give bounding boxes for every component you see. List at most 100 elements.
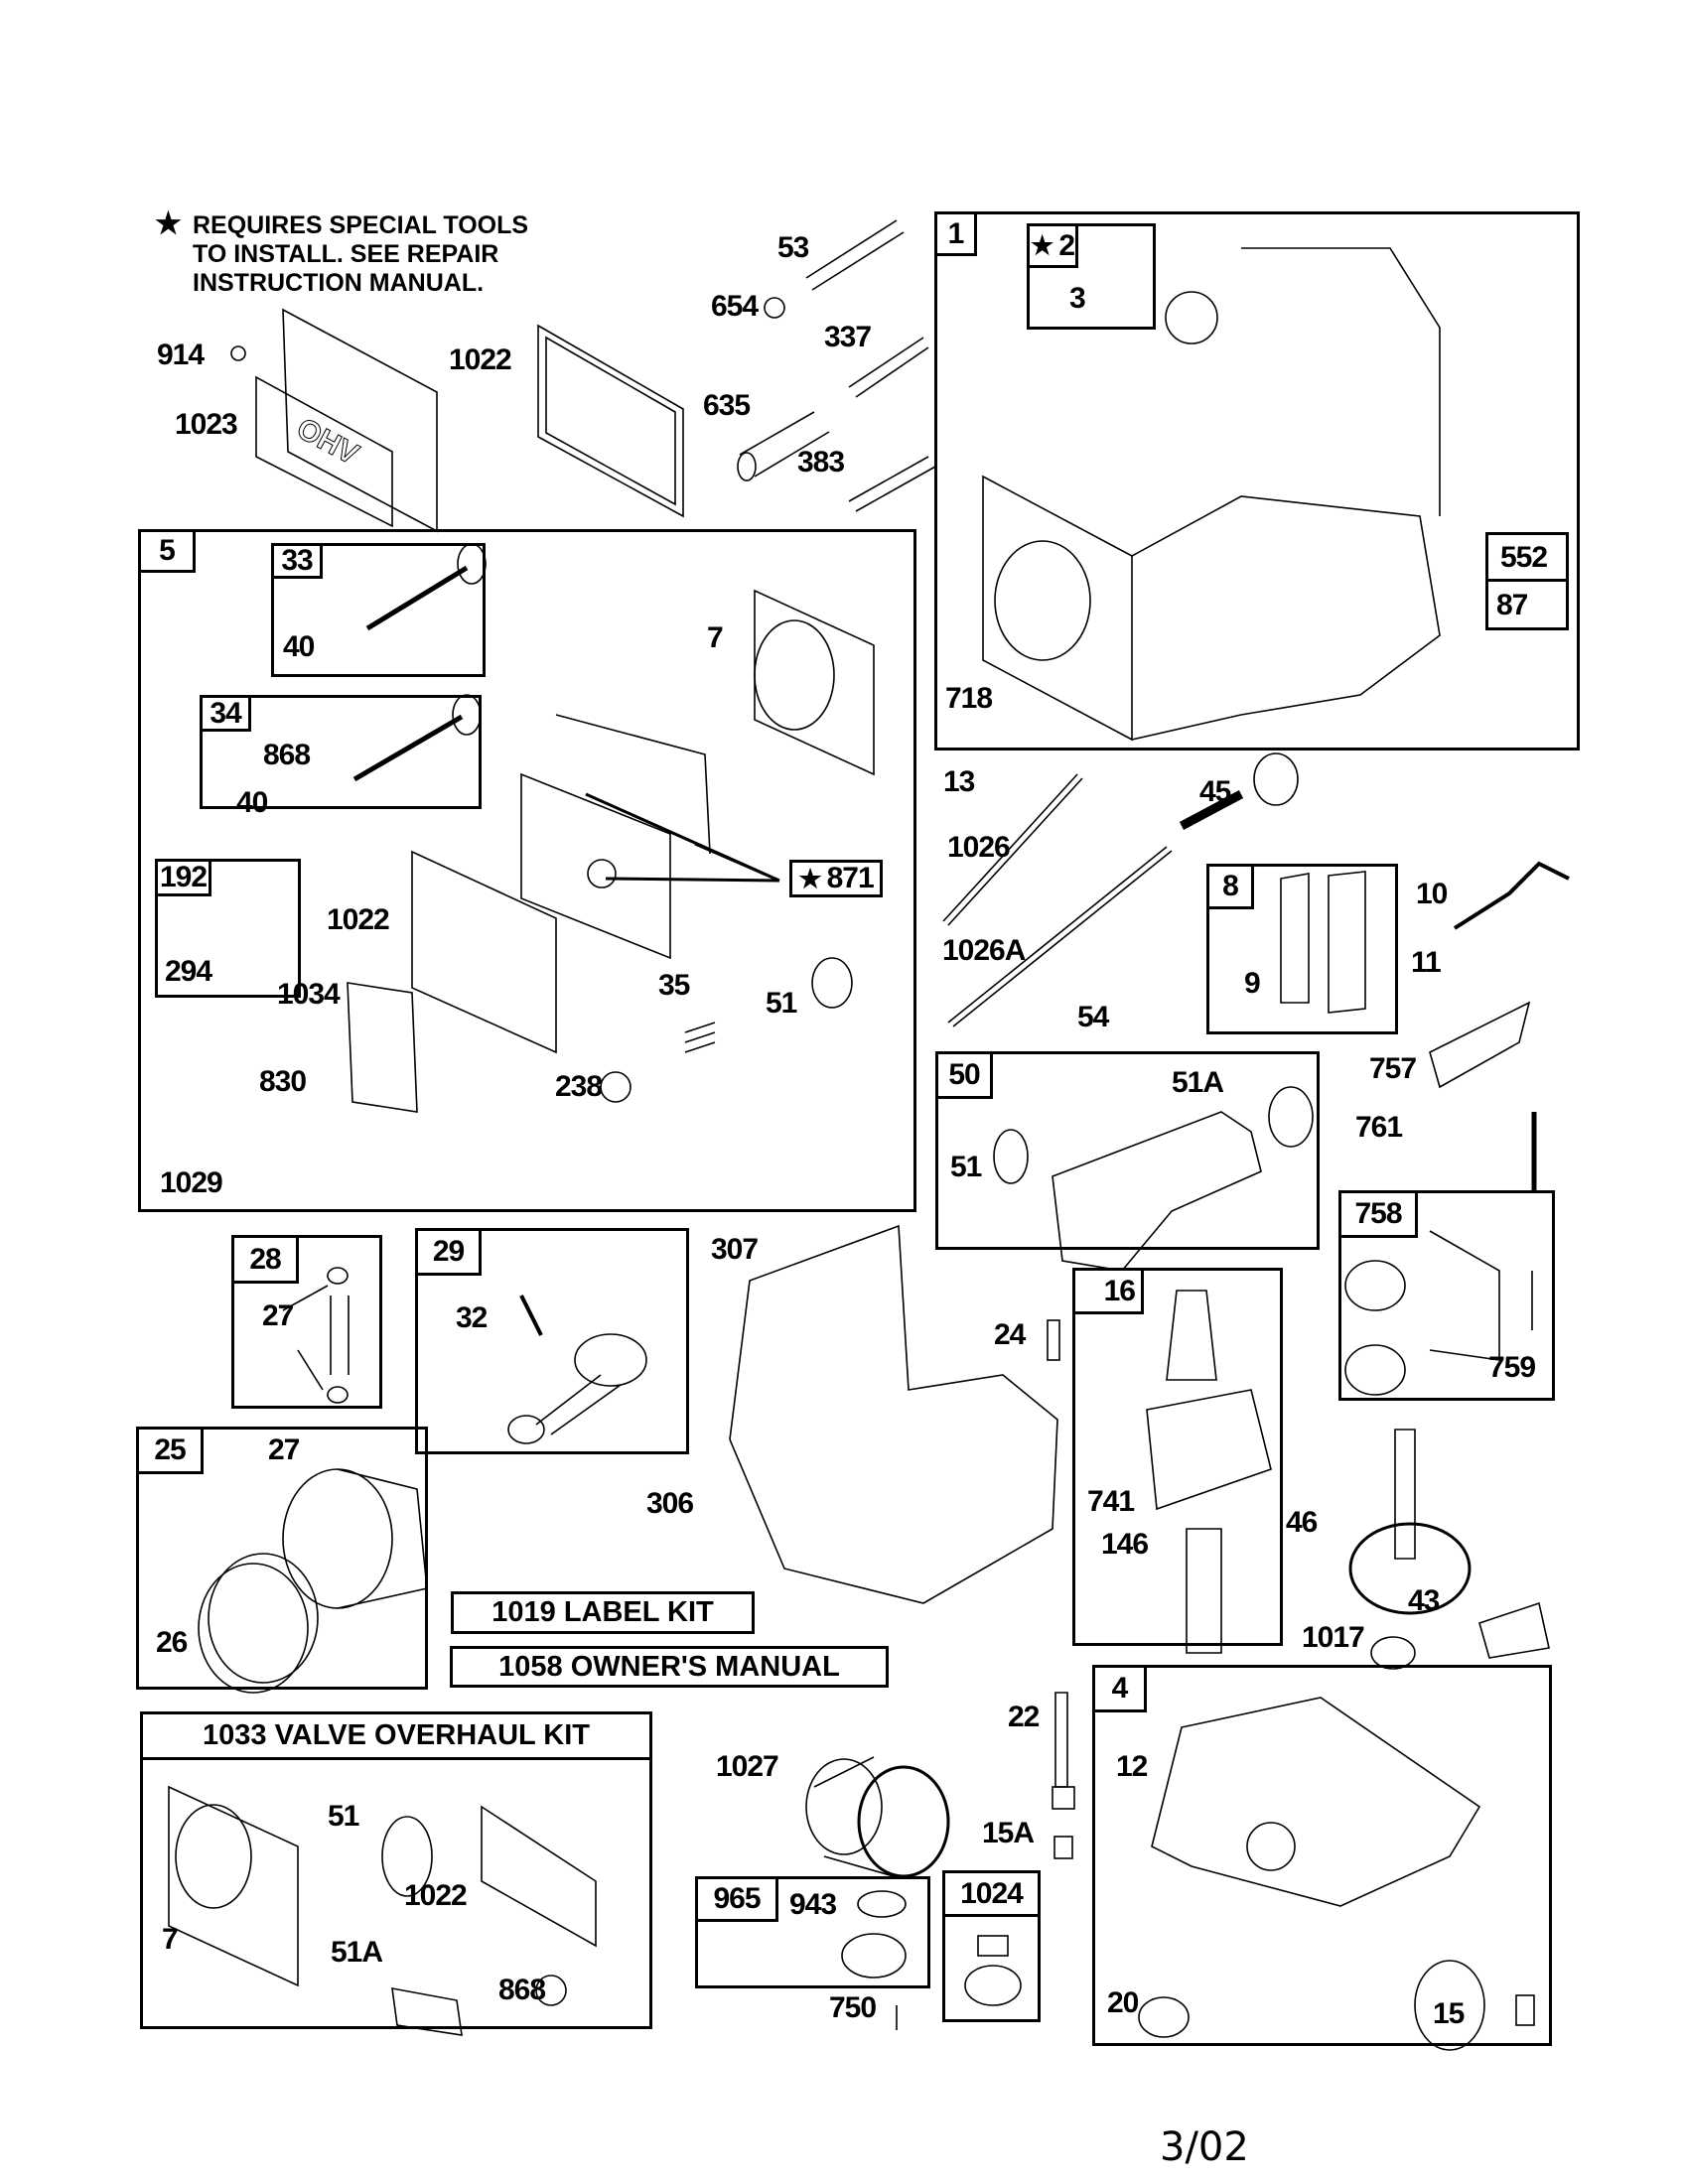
group-id-965: 965 (695, 1876, 778, 1922)
group-id-758: 758 (1338, 1190, 1418, 1238)
group-box-oil-pump: 965 943 (695, 1876, 930, 1988)
gasket-1022-drawing (537, 324, 684, 518)
part-label-40: 40 (283, 630, 315, 663)
valve-kit-title: 1033 VALVE OVERHAUL KIT (143, 1714, 649, 1760)
sump-drawing (1151, 1697, 1481, 1907)
label-kit-banner: 1019 LABEL KIT (451, 1591, 755, 1634)
note-line-2: TO INSTALL. SEE REPAIR (193, 240, 499, 268)
part-label-750: 750 (829, 1991, 877, 2024)
part-label-1022c: 1022 (404, 1879, 468, 1912)
part-label-54: 54 (1077, 1001, 1109, 1033)
pushrod-1026a-drawing (947, 846, 1173, 1027)
bolt-914-drawing (230, 345, 246, 361)
intake-manifold-drawing (1052, 1111, 1262, 1272)
group-box-valve-overhaul-kit: 1033 VALVE OVERHAUL KIT 51 1022 7 51A 86… (140, 1711, 652, 2029)
crankshaft-drawing (1166, 1290, 1217, 1381)
part-label-51ac: 51A (331, 1936, 383, 1969)
note-line-3: INSTRUCTION MANUAL. (193, 269, 485, 297)
part-label-53: 53 (777, 231, 809, 264)
group-id-50: 50 (935, 1051, 993, 1099)
part-label-32: 32 (456, 1301, 488, 1334)
part-label-1027: 1027 (716, 1750, 779, 1783)
sub-box-2-3: ★ 2 3 (1027, 223, 1156, 330)
part-label-914: 914 (157, 339, 205, 371)
part-label-12: 12 (1116, 1750, 1148, 1783)
group-id-552: 552 (1500, 541, 1548, 574)
group-id-8: 8 (1206, 864, 1254, 909)
group-id-1: 1 (934, 211, 977, 256)
part-label-1022: 1022 (327, 903, 390, 936)
part-label-871: 871 (826, 862, 875, 894)
part-label-51: 51 (766, 987, 797, 1020)
part-label-718: 718 (945, 682, 993, 715)
valve-33-drawing (365, 565, 469, 631)
special-tools-note: ★ REQUIRES SPECIAL TOOLS TO INSTALL. SEE… (155, 207, 529, 298)
group-id-2: 2 (1058, 228, 1075, 262)
part-label-13: 13 (943, 765, 975, 798)
part-label-1034: 1034 (277, 978, 341, 1011)
group-box-piston: 25 27 26 (136, 1427, 428, 1690)
group-box-con-rod: 29 32 (415, 1228, 689, 1454)
part-label-1017: 1017 (1302, 1621, 1365, 1654)
part-label-635: 635 (703, 389, 751, 422)
part-label-7c: 7 (162, 1923, 179, 1956)
part-label-24: 24 (994, 1318, 1026, 1351)
part-label-238: 238 (555, 1070, 603, 1103)
nut-654-drawing (764, 297, 785, 319)
group-id-1024: 1024 (942, 1870, 1041, 1917)
part-label-306: 306 (646, 1487, 694, 1520)
part-label-3: 3 (1069, 282, 1086, 315)
part-label-761: 761 (1355, 1111, 1403, 1144)
group-box-exhaust-valve: 33 40 (271, 543, 486, 677)
star-icon: ★ (155, 207, 182, 240)
engine-block-drawing (982, 247, 1441, 742)
part-label-741: 741 (1087, 1485, 1135, 1518)
blower-housing-drawing (729, 1224, 1058, 1604)
part-label-1026: 1026 (947, 831, 1011, 864)
group-id-16: 16 (1072, 1268, 1144, 1314)
part-label-51c: 51 (328, 1800, 359, 1833)
group-id-29: 29 (415, 1228, 482, 1276)
page-date: 3/02 (1160, 2124, 1249, 2170)
note-line-1: REQUIRES SPECIAL TOOLS (193, 211, 529, 239)
part-label-22: 22 (1008, 1701, 1040, 1733)
part-label-654: 654 (711, 290, 759, 323)
special-part-871: ★ 871 (789, 860, 883, 897)
part-label-15: 15 (1433, 1997, 1465, 2030)
part-label-1023: 1023 (175, 408, 238, 441)
valve-cover-drawing: OHV (255, 308, 438, 533)
group-id-28: 28 (231, 1235, 299, 1284)
part-label-51a: 51A (1172, 1066, 1224, 1099)
valve-34-drawing (352, 714, 464, 782)
cam-gear-drawing (1348, 1522, 1472, 1615)
part-label-20: 20 (1107, 1986, 1139, 2019)
owners-manual-banner: 1058 OWNER'S MANUAL (450, 1646, 889, 1688)
part-label-27b: 27 (268, 1433, 300, 1466)
group-box-sump: 4 12 20 15 (1092, 1665, 1552, 2046)
group-id-33: 33 (271, 543, 323, 579)
group-box-pin-kit: 28 27 (231, 1235, 382, 1409)
svg-text:OHV: OHV (291, 412, 363, 472)
group-box-cylinder-head: 5 7 1022 51 35 238 1034 830 1029 (138, 529, 916, 1212)
pushrod-1026-drawing (942, 773, 1083, 926)
group-box-gasket-kit-8: 8 9 (1206, 864, 1398, 1034)
group-box-intake-manifold: 50 51 51A (935, 1051, 1320, 1250)
part-label-11: 11 (1411, 946, 1442, 979)
part-label-26: 26 (156, 1626, 188, 1659)
part-label-51b: 51 (950, 1151, 982, 1183)
sub-box-2-tag: ★ 2 (1027, 223, 1078, 268)
group-box-short-block: 1 (934, 211, 1580, 751)
part-label-87: 87 (1496, 589, 1528, 621)
group-id-192: 192 (155, 859, 211, 896)
star-icon: ★ (798, 863, 821, 893)
part-label-943: 943 (789, 1888, 837, 1921)
part-label-43: 43 (1408, 1584, 1440, 1617)
part-label-383: 383 (797, 446, 845, 478)
group-id-4: 4 (1092, 1665, 1147, 1712)
star-icon: ★ (1031, 230, 1053, 260)
tappet-45-drawing (1179, 790, 1244, 830)
group-id-25: 25 (136, 1427, 204, 1474)
part-label-868c: 868 (498, 1974, 546, 2006)
part-label-15a: 15A (982, 1817, 1035, 1849)
sub-box-552-87: 552 87 (1485, 532, 1569, 630)
